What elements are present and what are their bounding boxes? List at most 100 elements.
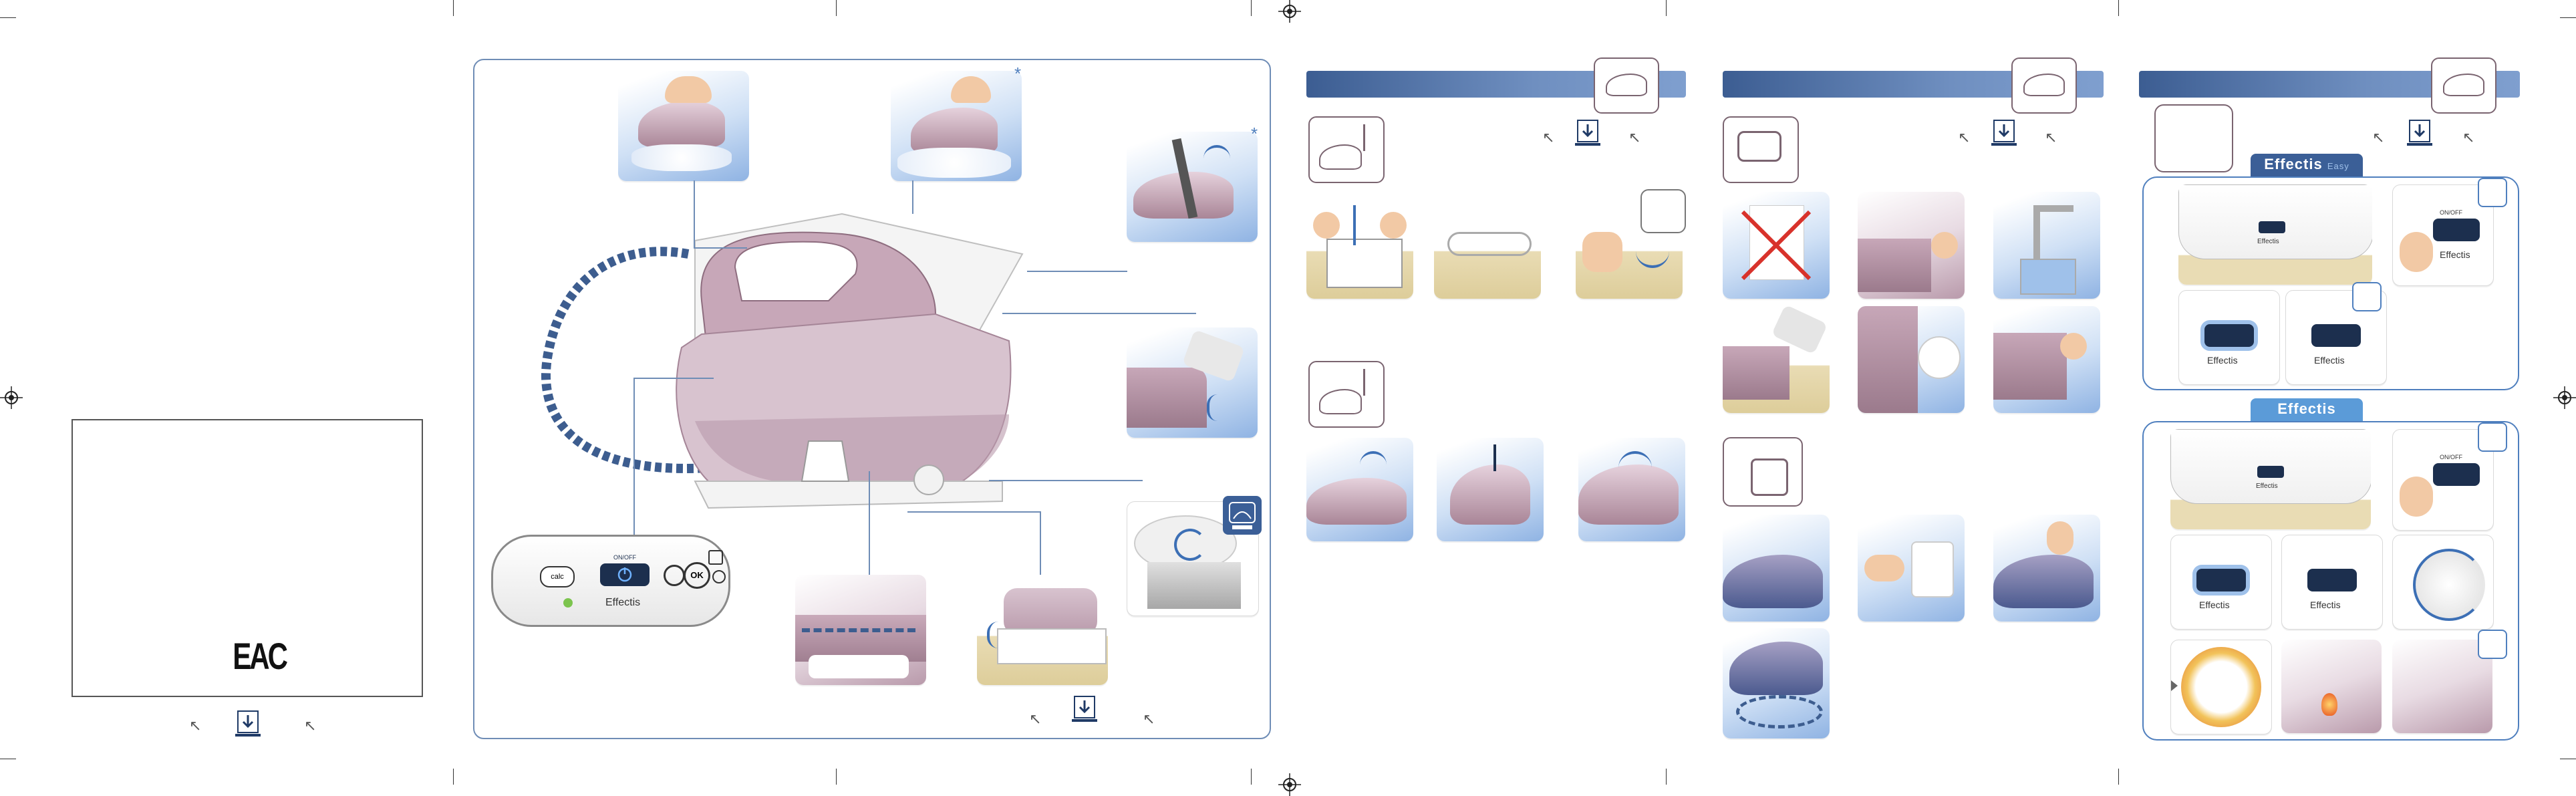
steam-iron-icon (1308, 116, 1385, 183)
brand-label: Effectis (605, 597, 641, 608)
leader-line (989, 480, 1143, 481)
control-panel: calc ON/OFF Effectis OK (491, 535, 730, 627)
thumb-no-additives (1723, 192, 1830, 299)
trim-mark (1251, 769, 1252, 785)
thumb-remove-accessories (1434, 192, 1541, 299)
power-button-label: ON/OFF (613, 554, 636, 561)
download-arrow-icon (1072, 696, 1097, 722)
registration-mark (1278, 773, 1301, 796)
power-button (2257, 466, 2284, 478)
brand-label: Effectis (2207, 355, 2238, 366)
power-button (2259, 221, 2285, 233)
leader-line (907, 511, 1041, 513)
thumb-iron-vertical-steam (891, 71, 1022, 181)
iron-soleplate-icon (1640, 189, 1686, 233)
std-temperature-dial (2170, 640, 2272, 735)
ok-button[interactable]: OK (684, 562, 710, 589)
download-arrow-icon (235, 710, 261, 737)
easy-press-onoff: ON/OFF Effectis (2392, 184, 2494, 286)
leader-line (1027, 271, 1127, 272)
brand-label: Effectis (2310, 600, 2341, 610)
power-button[interactable]: ON/OFF (600, 554, 650, 586)
thumb-unlock-iron (1993, 515, 2100, 622)
step-checkbox (2478, 422, 2507, 452)
trim-mark (453, 769, 454, 785)
leader-line (633, 378, 714, 379)
thumb-fill-water (1993, 192, 2100, 299)
panel-brand: Effectis (2256, 483, 2278, 490)
back-cover-box: EAC (71, 419, 423, 697)
thumb-pour-water (1723, 306, 1830, 413)
download-arrow-icon (1575, 120, 1600, 146)
easy-steady-onoff: Effectis (2285, 290, 2387, 385)
cursor-pointer-icon: ↖ (189, 717, 202, 734)
model-title-standard: Effectis (2251, 398, 2363, 421)
thumb-lift-iron (1437, 438, 1544, 541)
std-steady-onoff: Effectis (2281, 535, 2383, 630)
calc-clean-icon (1223, 496, 1262, 535)
cursor-pointer-icon: ↖ (304, 717, 317, 734)
trim-mark (836, 0, 837, 16)
thumb-iron-steam-press (618, 71, 749, 181)
cursor-pointer-icon: ↖ (2462, 129, 2475, 146)
std-press-onoff: ON/OFF (2392, 429, 2494, 531)
thumb-cord-unwound (1723, 628, 1830, 739)
leader-line (694, 247, 747, 249)
download-arrow-icon (1991, 120, 2017, 146)
trim-mark (453, 0, 454, 16)
thumb-steam-lock (1127, 132, 1258, 242)
leader-line (1002, 313, 1196, 314)
trim-mark (0, 17, 16, 18)
leader-line (869, 471, 870, 575)
std-iron-ready (2392, 640, 2492, 733)
cursor-pointer-icon: ↖ (1029, 710, 1042, 727)
leader-line (694, 180, 695, 247)
trim-mark (1666, 0, 1667, 16)
easy-blinking-onoff: Effectis (2178, 290, 2280, 385)
power-plug-icon (1723, 437, 1803, 507)
model-title-easy-suffix: Easy (2327, 161, 2349, 171)
step-checkbox (2478, 630, 2507, 659)
cursor-pointer-icon: ↖ (1958, 129, 1971, 146)
thumb-cord-storage (795, 575, 926, 685)
eco-indicator (712, 570, 726, 583)
blank-icon-box (2154, 104, 2233, 172)
cursor-pointer-icon: ↖ (1542, 129, 1555, 146)
thumb-release-iron (1578, 438, 1685, 541)
trim-mark (1251, 0, 1252, 16)
easy-control-panel-group: Effectis ON/OFF Effectis Effectis Effect… (2142, 176, 2519, 390)
panel-brand: Effectis (2257, 238, 2279, 245)
steam-iron-icon (2431, 57, 2496, 114)
cursor-pointer-icon: ↖ (2372, 129, 2385, 146)
trim-mark (2118, 0, 2119, 16)
status-light (563, 598, 573, 608)
calc-indicator: calc (540, 566, 575, 587)
trim-mark (2560, 17, 2576, 18)
thumb-remove-iron (1306, 438, 1413, 541)
steam-iron-icon (1308, 361, 1385, 428)
thumb-carry-lock (977, 575, 1108, 685)
registration-mark (1278, 0, 1301, 23)
steam-indicator (664, 565, 685, 586)
leader-line (633, 378, 635, 575)
brand-label: Effectis (2199, 600, 2230, 610)
thumb-tank-level (1858, 306, 1965, 413)
cursor-pointer-icon: ↖ (1628, 129, 1641, 146)
leader-line (912, 180, 913, 214)
thumb-close-tank (1993, 306, 2100, 413)
steam-iron-icon (1594, 57, 1659, 114)
step-checkbox (2478, 178, 2507, 207)
onoff-label: ON/OFF (2440, 209, 2462, 216)
eac-mark: EAC (233, 635, 288, 677)
calc-clean-icon (708, 550, 723, 565)
water-tap-icon (1723, 116, 1799, 183)
asterisk-note: * (1014, 63, 1022, 84)
registration-mark (2553, 386, 2576, 409)
registration-mark (0, 386, 23, 409)
std-dial-closeup (2392, 535, 2494, 630)
standard-control-panel-group: Effectis ON/OFF Effectis Effectis (2142, 421, 2519, 741)
onoff-label: ON/OFF (2440, 454, 2462, 460)
steam-iron-icon (2011, 57, 2077, 114)
easy-panel-closeup: Effectis (2178, 184, 2372, 285)
download-arrow-icon (2407, 120, 2432, 146)
